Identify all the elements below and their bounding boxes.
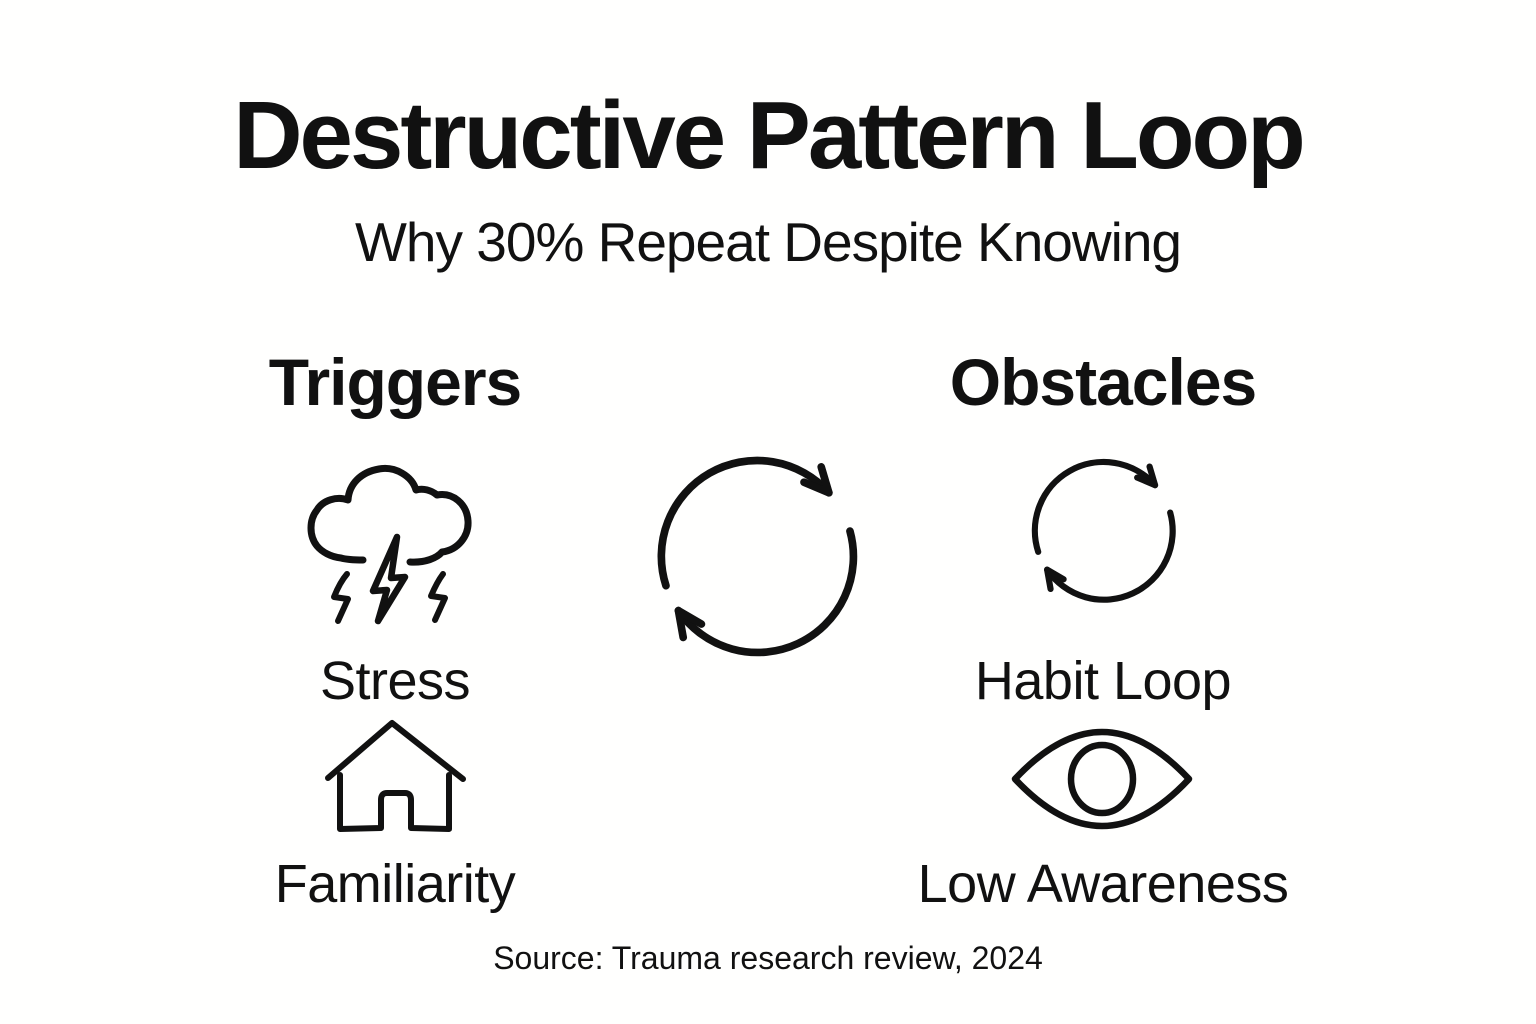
storm-cloud-lightning-icon	[295, 440, 495, 640]
page-subtitle: Why 30% Repeat Despite Knowing	[354, 211, 1182, 273]
page-title: Destructive Pattern Loop	[233, 82, 1306, 189]
habit-loop-cycle-icon	[1021, 448, 1186, 613]
item-label-stress: Stress	[319, 651, 471, 711]
house-icon	[320, 714, 470, 839]
cycle-arrows-icon	[642, 441, 872, 671]
item-label-habit-loop: Habit Loop	[974, 651, 1232, 711]
eye-icon	[1007, 724, 1197, 834]
item-label-low-awareness: Low Awareness	[917, 854, 1289, 914]
column-heading-obstacles: Obstacles	[949, 345, 1258, 419]
source-citation: Source: Trauma research review, 2024	[493, 940, 1043, 976]
column-heading-triggers: Triggers	[268, 345, 522, 419]
item-label-familiarity: Familiarity	[274, 854, 516, 914]
